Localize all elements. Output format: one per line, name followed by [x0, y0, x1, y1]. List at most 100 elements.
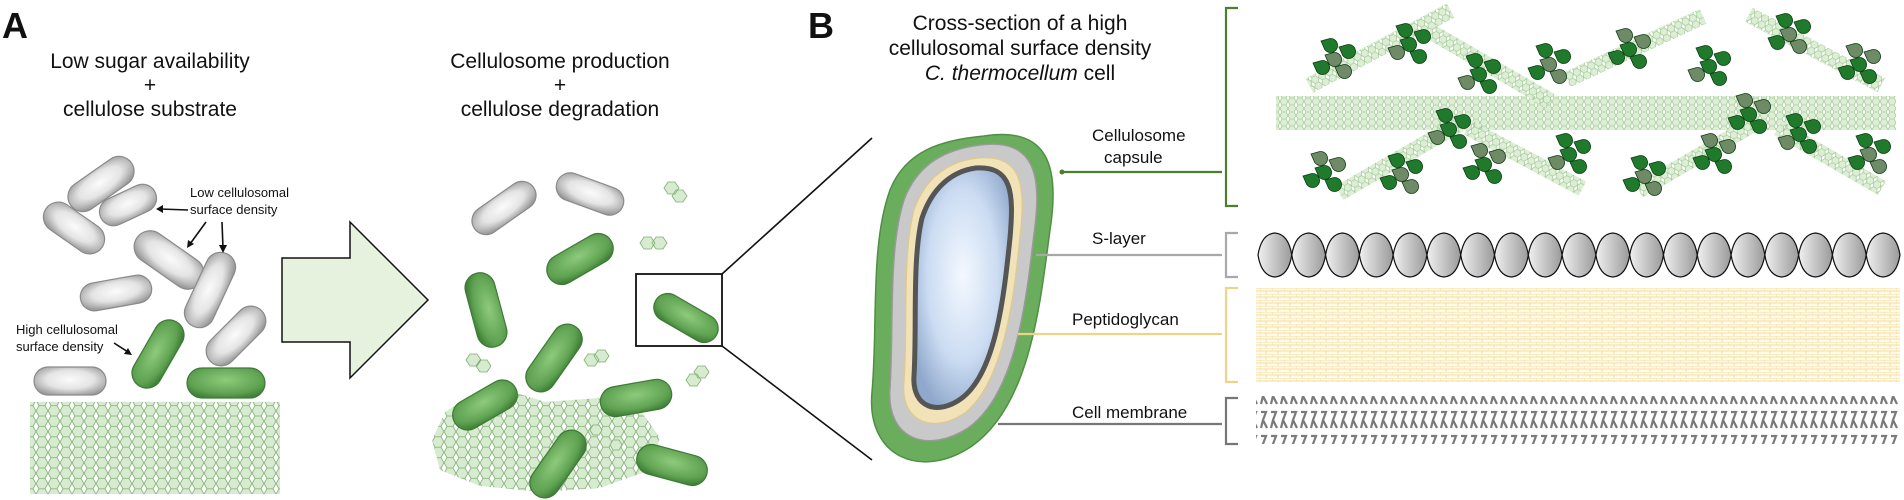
- cellulosome-enzyme: [1873, 139, 1891, 154]
- cellulosome-enzyme: [1379, 175, 1397, 190]
- cellulosome-enzyme: [1704, 147, 1722, 162]
- cellulosome-enzyme: [1845, 43, 1863, 58]
- s-layer-protein: [1291, 232, 1327, 278]
- cellulosome-enzyme: [1785, 113, 1803, 128]
- cellulose-substrate-left: [30, 402, 280, 494]
- cellulosome-enzyme: [1713, 51, 1731, 66]
- condition-left-line-1: Low sugar availability: [50, 50, 250, 73]
- cellulosome-enzyme: [1615, 28, 1633, 43]
- panel-a: A Low sugar availability + cellulose sub…: [2, 5, 873, 499]
- cellulosome-enzyme: [1401, 179, 1419, 194]
- s-layer-protein: [1595, 232, 1631, 278]
- s-layer-protein: [1561, 232, 1597, 278]
- s-layer-protein: [1696, 232, 1732, 278]
- panel-a-letter: A: [2, 5, 28, 46]
- peptidoglycan-bracket: [1224, 286, 1238, 384]
- cellulosome-enzyme: [1775, 13, 1793, 28]
- cellulosome-enzyme: [1559, 147, 1577, 162]
- cellulosome-enzyme: [1727, 115, 1745, 130]
- s-layer-protein: [1426, 232, 1462, 278]
- cell-cross-section: [870, 133, 1054, 463]
- cellulosome-enzyme: [1413, 29, 1431, 44]
- cellulosome-enzyme: [1539, 57, 1557, 72]
- s-layer-protein: [1257, 232, 1293, 278]
- annotation-arrow: [189, 221, 207, 245]
- s-layer-protein: [1527, 232, 1563, 278]
- condition-right-line-3: cellulose degradation: [461, 98, 659, 121]
- cellulosome-enzyme: [1739, 107, 1757, 122]
- cellulosome-enzyme: [1314, 165, 1332, 180]
- cellulosome-enzyme: [1849, 57, 1867, 72]
- cellulosome-enzyme: [1324, 177, 1342, 192]
- membrane-ring: [911, 165, 1014, 410]
- cellulosome-enzyme: [1859, 147, 1877, 162]
- grey-cell: [33, 366, 107, 396]
- green-cell: [525, 323, 583, 393]
- panel-b-title: Cross-section of a high cellulosomal sur…: [889, 12, 1152, 85]
- panel-b-letter: B: [808, 5, 834, 46]
- cellulosome-enzyme: [1789, 39, 1807, 54]
- cellulosome-enzyme: [1484, 169, 1502, 184]
- grey-cell: [183, 251, 237, 329]
- s-layer-protein: [1798, 232, 1834, 278]
- green-cell: [131, 319, 185, 389]
- cellulosome-enzyme: [1837, 65, 1855, 80]
- cellulose-fibril-branch: [1463, 120, 1587, 196]
- zoom-line-bottom: [721, 345, 873, 461]
- capsule-label-line-2: capsule: [1104, 148, 1163, 167]
- cellulosome-enzyme: [1409, 49, 1427, 64]
- cellulosome-enzyme: [1462, 165, 1480, 180]
- membrane-bracket: [1224, 396, 1238, 446]
- cellulosome-enzyme: [1777, 135, 1795, 150]
- s-layer-bracket: [1224, 231, 1238, 279]
- cellulosome-enzyme: [1699, 59, 1717, 74]
- cellulosome-enzyme: [1869, 159, 1887, 174]
- capsule-bracket: [1224, 6, 1238, 208]
- cellulosome-enzyme: [1803, 119, 1821, 134]
- cellulosome-enzyme: [1863, 49, 1881, 64]
- low-density-label-line-2: surface density: [190, 202, 278, 217]
- cellulosome-enzyme: [1435, 108, 1453, 123]
- cellulosome-enzyme: [1535, 43, 1553, 58]
- high-density-label-line-1: High cellulosomal: [16, 322, 118, 337]
- cellulosome-enzyme: [1320, 38, 1338, 53]
- s-layer-label: S-layer: [1092, 229, 1146, 248]
- cellulosome-enzyme: [1633, 34, 1651, 49]
- right-green-cells: [452, 232, 719, 499]
- condition-left-line-2: +: [144, 74, 156, 97]
- cellulosome-enzyme: [1549, 69, 1567, 84]
- green-cell: [186, 367, 266, 399]
- grey-cell: [205, 305, 267, 367]
- s-layer-protein: [1662, 232, 1698, 278]
- grey-cell: [67, 155, 135, 213]
- cellulosome-enzyme: [1483, 59, 1501, 74]
- cellulosome-enzyme: [1779, 27, 1797, 42]
- cellulosome-enzyme: [1695, 45, 1713, 60]
- cellulosome-enzyme: [1439, 122, 1457, 137]
- cellulosome-enzyme: [1391, 167, 1409, 182]
- condition-left-line-3: cellulose substrate: [63, 98, 237, 121]
- green-cell: [636, 443, 708, 487]
- cellulosome-enzyme: [1789, 127, 1807, 142]
- cellulosome-enzyme: [1634, 169, 1652, 184]
- cellulosome-enzyme: [1622, 177, 1640, 192]
- cellulosome-enzyme: [1859, 69, 1877, 84]
- cellulosome-enzyme: [1312, 60, 1330, 75]
- green-cell: [653, 292, 719, 344]
- s-layer-protein: [1460, 232, 1496, 278]
- panel-b-title-suffix: cell: [1078, 62, 1115, 85]
- cell-membrane-detail: [1256, 396, 1900, 444]
- annotation-arrow: [113, 342, 129, 353]
- cellulosome-enzyme: [1547, 155, 1565, 170]
- condition-right-text: Cellulosome production + cellulose degra…: [450, 50, 669, 121]
- cellulosome-enzyme: [1855, 133, 1873, 148]
- s-layer-protein: [1358, 232, 1394, 278]
- high-density-label-line-2: surface density: [16, 339, 104, 354]
- cellulosome-enzyme: [1767, 35, 1785, 50]
- grey-cell: [471, 180, 537, 236]
- cellulosome-enzyme: [1527, 65, 1545, 80]
- s-layer-detail: [1257, 232, 1901, 278]
- s-layer-protein: [1831, 232, 1867, 278]
- cellulosome-enzyme: [1847, 155, 1865, 170]
- green-cell: [546, 232, 614, 286]
